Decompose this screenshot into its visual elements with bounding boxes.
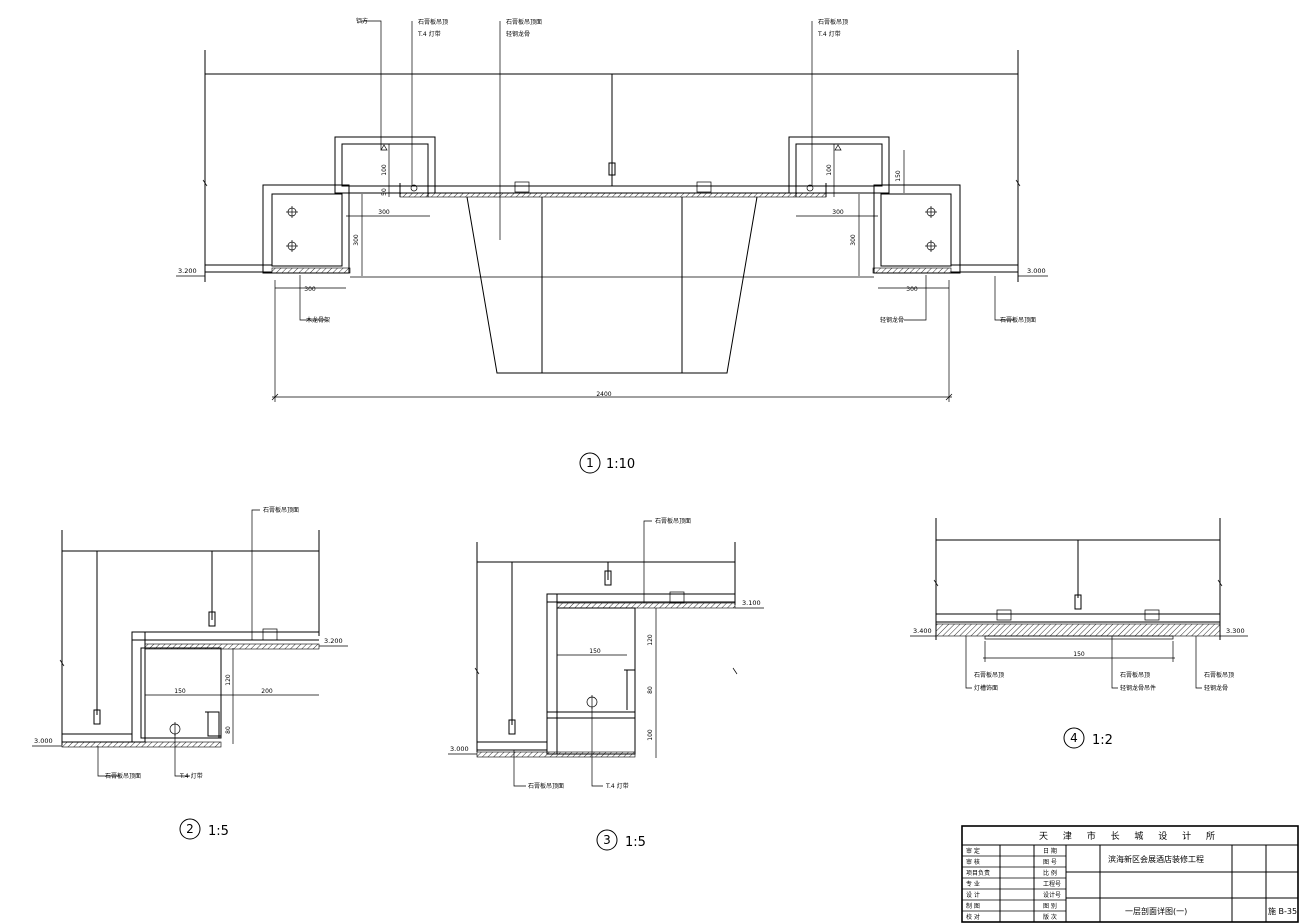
label-bot-left: 木龙骨架 xyxy=(306,316,330,324)
level-left: 3.000 xyxy=(34,737,53,745)
detail-1-number: 1 xyxy=(586,456,594,470)
dim-80: 80 xyxy=(647,686,654,694)
dim-150: 150 xyxy=(1073,651,1085,658)
tb-cell-2: 图 号 xyxy=(1043,859,1057,866)
dim-200: 200 xyxy=(261,688,273,695)
dim-h100-b: 100 xyxy=(826,164,833,176)
dim-100: 100 xyxy=(647,729,654,741)
detail-1-section: 2400 300 300 300 300 300 300 100 50 100 … xyxy=(176,17,1048,474)
tb-cell-5: 设计号 xyxy=(1043,891,1061,899)
label-a2: 灯槽饰面 xyxy=(974,684,998,692)
label-bot-b: T.4 灯带 xyxy=(605,782,629,790)
tb-drawing-title: 一层剖面详图(一) xyxy=(1125,906,1187,916)
anchor-icon xyxy=(286,206,298,218)
detail-4-tag: 4 1:2 xyxy=(1063,727,1113,749)
label-c2: 轻钢龙骨 xyxy=(1204,684,1228,692)
label-top-g: T.4 灯带 xyxy=(817,30,841,38)
level-left: 3.000 xyxy=(450,745,469,753)
label-top: 石膏板吊顶面 xyxy=(263,506,299,514)
anchor-icon xyxy=(925,240,937,252)
level-right: 3.100 xyxy=(742,599,761,607)
tb-row-6: 制 图 xyxy=(966,902,980,910)
detail-2-number: 2 xyxy=(186,822,194,836)
level-right: 3.300 xyxy=(1226,627,1245,635)
dim-h50: 50 xyxy=(381,188,388,196)
label-top-d: 石膏板吊顶面 xyxy=(506,18,542,26)
anchor-icon xyxy=(925,206,937,218)
tb-row-3: 项目负责 xyxy=(966,869,990,877)
dim-300-b: 300 xyxy=(378,209,390,216)
detail-3-scale: 1:5 xyxy=(625,835,646,850)
detail-4-number: 4 xyxy=(1070,731,1078,745)
label-top-b: 石膏板吊顶 xyxy=(418,18,448,26)
tb-project-name: 滨海新区会展酒店装修工程 xyxy=(1108,854,1204,864)
anchor-icon xyxy=(286,240,298,252)
detail-4-scale: 1:2 xyxy=(1092,733,1113,748)
label-top-f: 石膏板吊顶 xyxy=(818,18,848,26)
label-top: 石膏板吊顶面 xyxy=(655,517,691,525)
dim-300-d: 300 xyxy=(832,209,844,216)
dim-120: 120 xyxy=(647,634,654,646)
level-left: 3.200 xyxy=(178,267,197,275)
detail-3-tag: 3 1:5 xyxy=(596,829,646,851)
label-b1: 石膏板吊顶 xyxy=(1120,671,1150,679)
detail-2-tag: 2 1:5 xyxy=(179,818,229,840)
tb-cell-7: 版 次 xyxy=(1043,913,1057,921)
level-right: 3.200 xyxy=(324,637,343,645)
tb-cell-4: 工程号 xyxy=(1043,880,1061,888)
dim-h100-a: 100 xyxy=(381,164,388,176)
label-b2: 轻钢龙骨吊件 xyxy=(1120,684,1156,692)
dim-300-a: 300 xyxy=(304,286,316,293)
tb-cell-3: 比 例 xyxy=(1043,869,1057,877)
label-bot-a: 石膏板吊顶面 xyxy=(105,772,141,780)
label-top-c: T.4 灯带 xyxy=(417,30,441,38)
label-top-e: 轻钢龙骨 xyxy=(506,30,530,38)
dim-150: 150 xyxy=(174,688,186,695)
label-bot-far-right: 石膏板吊顶面 xyxy=(1000,316,1036,324)
dim-h300-b: 300 xyxy=(850,234,857,246)
tb-row-4: 专 业 xyxy=(966,880,980,888)
dim-300-c: 300 xyxy=(906,286,918,293)
dim-2400: 2400 xyxy=(596,391,611,398)
detail-2-scale: 1:5 xyxy=(208,824,229,839)
label-bot-right: 轻钢龙骨 xyxy=(880,316,904,324)
dim-h300-a: 300 xyxy=(353,234,360,246)
dim-80: 80 xyxy=(225,726,232,734)
level-right: 3.000 xyxy=(1027,267,1046,275)
detail-3-number: 3 xyxy=(603,833,611,847)
detail-3-section: 150 120 80 100 3.100 3.000 石膏板吊顶面 石膏板吊顶面… xyxy=(448,517,764,851)
dim-120: 120 xyxy=(225,674,232,686)
title-block: 天 津 市 长 城 设 计 所 审 定 审 核 项目负责 专 业 设 计 制 图… xyxy=(961,825,1299,923)
tb-row-5: 设 计 xyxy=(966,891,980,899)
label-bot-b: T.4 灯带 xyxy=(179,772,203,780)
level-left: 3.400 xyxy=(913,627,932,635)
label-top-a: 铝方 xyxy=(356,17,368,25)
label-c1: 石膏板吊顶 xyxy=(1204,671,1234,679)
tb-cell-6: 图 别 xyxy=(1043,902,1057,910)
tb-row-7: 校 对 xyxy=(966,913,980,921)
detail-1-scale: 1:10 xyxy=(606,457,635,472)
dim-h150: 150 xyxy=(895,170,902,182)
tb-sheet-number: 施 B-35 xyxy=(1268,906,1297,916)
detail-2-section: 150 200 120 80 3.200 3.000 石膏板吊顶面 石膏板吊顶面… xyxy=(32,506,348,840)
label-bot-a: 石膏板吊顶面 xyxy=(528,782,564,790)
tb-row-1: 审 定 xyxy=(966,847,980,855)
dim-150: 150 xyxy=(589,648,601,655)
detail-1-tag: 1 1:10 xyxy=(579,452,635,474)
label-a1: 石膏板吊顶 xyxy=(974,671,1004,679)
detail-4-section: 150 3.400 3.300 石膏板吊顶 灯槽饰面 石膏板吊顶 轻钢龙骨吊件 … xyxy=(910,518,1248,749)
title-block-org: 天 津 市 长 城 设 计 所 xyxy=(1039,830,1221,842)
tb-row-2: 审 核 xyxy=(966,858,980,866)
tb-cell-1: 日 期 xyxy=(1043,847,1057,855)
